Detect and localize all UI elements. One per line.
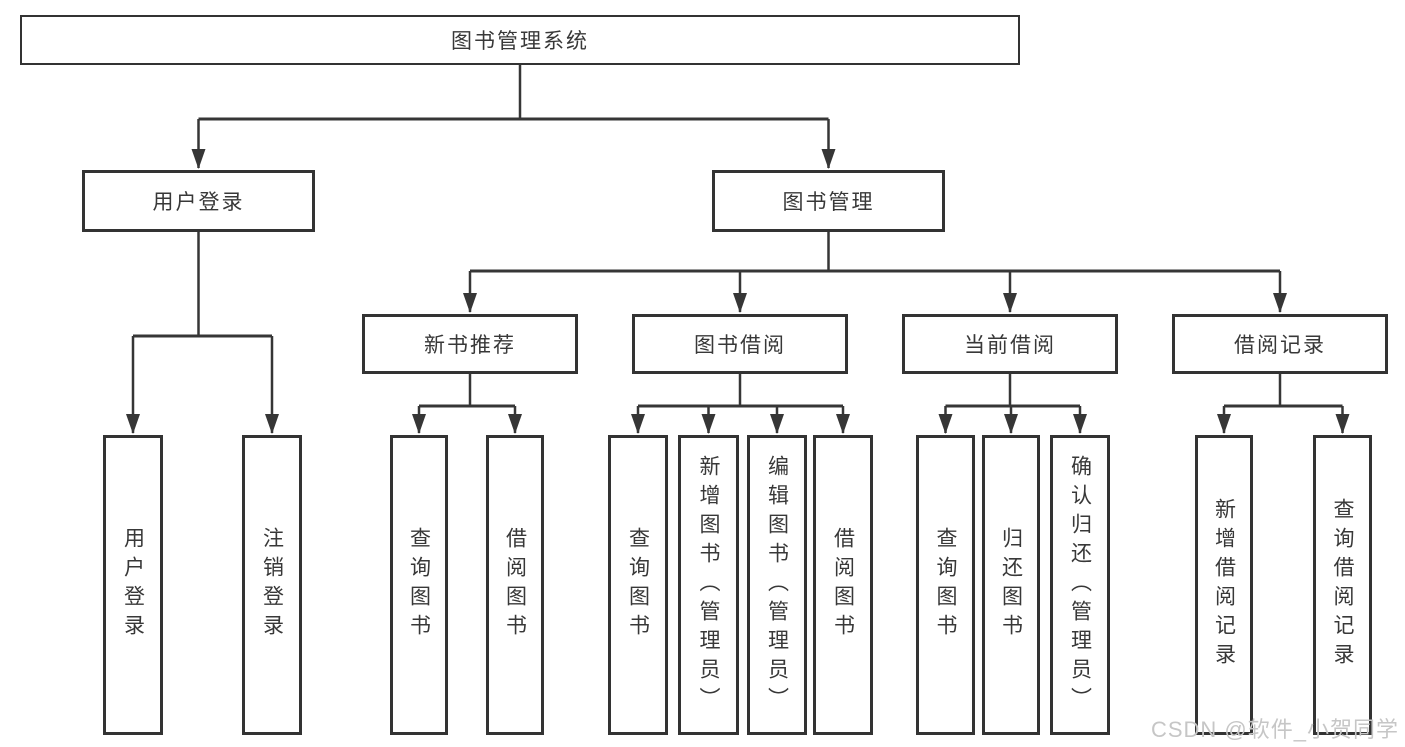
leaf-bb-borrow-books-label: 借阅图书 — [831, 527, 855, 643]
leaf-user-login-label: 用户登录 — [121, 527, 145, 643]
leaf-bb-edit-books-admin: 编辑图书（管理员） — [747, 435, 807, 735]
leaf-br-add-record: 新增借阅记录 — [1195, 435, 1253, 735]
node-user-login: 用户登录 — [82, 170, 315, 232]
leaf-bb-add-books-admin-label: 新增图书（管理员） — [697, 454, 720, 716]
leaf-bb-query-books: 查询图书 — [608, 435, 668, 735]
leaf-cb-return-books-label: 归还图书 — [999, 527, 1023, 643]
leaf-nbr-borrow-books: 借阅图书 — [486, 435, 544, 735]
leaf-user-login: 用户登录 — [103, 435, 163, 735]
leaf-nbr-borrow-books-label: 借阅图书 — [503, 527, 527, 643]
leaf-bb-edit-books-admin-label: 编辑图书（管理员） — [765, 454, 789, 716]
node-current-borrow: 当前借阅 — [902, 314, 1118, 374]
leaf-br-add-record-label: 新增借阅记录 — [1212, 498, 1236, 672]
leaf-cb-query-books-label: 查询图书 — [934, 527, 957, 643]
leaf-cb-confirm-return-admin: 确认归还（管理员） — [1050, 435, 1110, 735]
node-borrow-records: 借阅记录 — [1172, 314, 1388, 374]
node-book-borrow: 图书借阅 — [632, 314, 848, 374]
leaf-nbr-query-books: 查询图书 — [390, 435, 448, 735]
node-library-management-system: 图书管理系统 — [20, 15, 1020, 65]
leaf-bb-borrow-books: 借阅图书 — [813, 435, 873, 735]
leaf-bb-add-books-admin: 新增图书（管理员） — [678, 435, 739, 735]
leaf-br-query-record-label: 查询借阅记录 — [1331, 498, 1354, 672]
leaf-logout: 注销登录 — [242, 435, 302, 735]
node-new-book-recommend: 新书推荐 — [362, 314, 578, 374]
node-book-management: 图书管理 — [712, 170, 945, 232]
leaf-logout-label: 注销登录 — [260, 527, 284, 643]
leaf-cb-confirm-return-admin-label: 确认归还（管理员） — [1068, 454, 1092, 716]
leaf-cb-query-books: 查询图书 — [916, 435, 975, 735]
csdn-watermark: CSDN @软件_小贺同学 — [1150, 717, 1399, 742]
leaf-br-query-record: 查询借阅记录 — [1313, 435, 1372, 735]
leaf-nbr-query-books-label: 查询图书 — [407, 527, 431, 643]
leaf-cb-return-books: 归还图书 — [982, 435, 1040, 735]
leaf-bb-query-books-label: 查询图书 — [626, 527, 650, 643]
